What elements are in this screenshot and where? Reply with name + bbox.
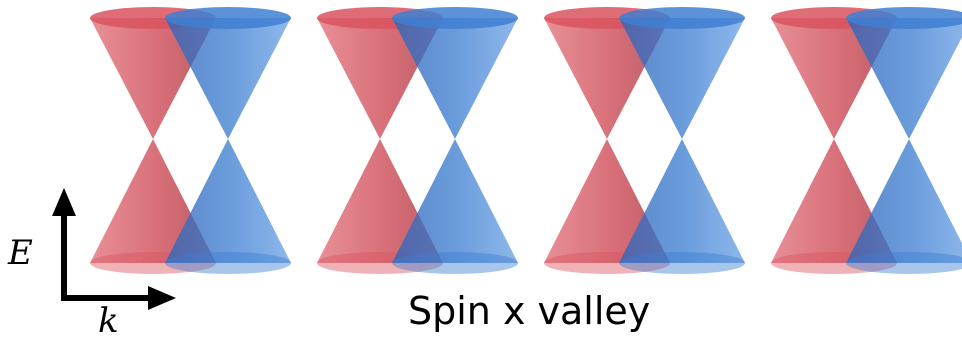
blue-upper-cone [846, 7, 962, 139]
cone-panel-2 [317, 7, 518, 274]
momentum-axis-arrowhead [148, 286, 176, 310]
blue-upper-cone [165, 7, 291, 139]
panels-layer [90, 7, 962, 274]
energy-axis-arrowhead [52, 188, 76, 216]
blue-lower-cone [846, 139, 962, 274]
axes [52, 188, 176, 310]
blue-lower-cone [619, 139, 745, 274]
cone-panel-3 [544, 7, 745, 274]
momentum-axis-label: k [98, 301, 119, 341]
blue-lower-cone [165, 139, 291, 274]
blue-lower-cone [392, 139, 518, 274]
energy-axis-label: E [8, 233, 33, 273]
blue-upper-cone [619, 7, 745, 139]
cone-panel-4 [771, 7, 962, 274]
blue-upper-cone [392, 7, 518, 139]
cone-panel-1 [90, 7, 291, 274]
figure-caption: Spin x valley [408, 289, 651, 333]
